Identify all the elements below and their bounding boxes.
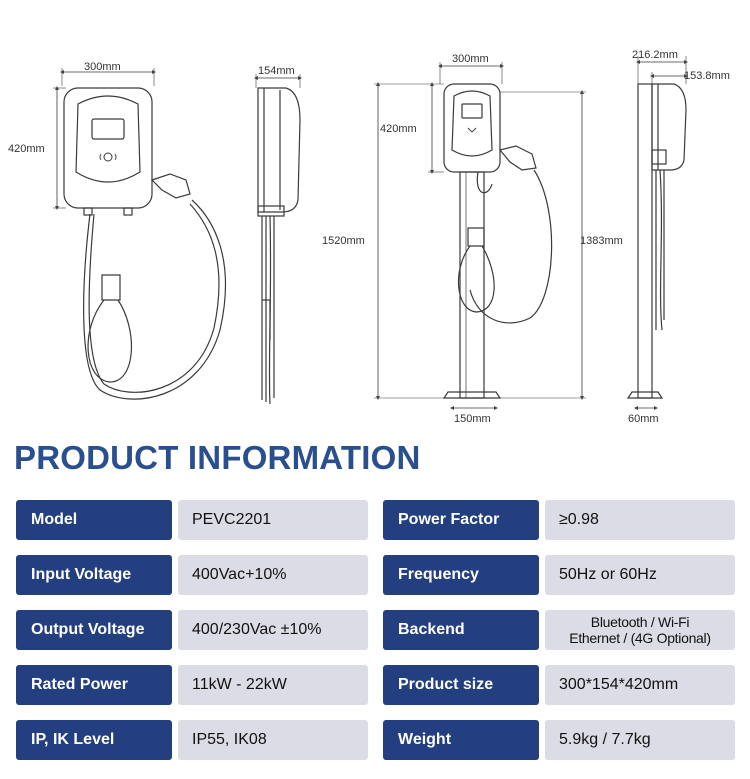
spec-label-power-factor: Power Factor bbox=[383, 500, 539, 540]
spec-label-weight: Weight bbox=[383, 720, 539, 760]
spec-value-power-factor: ≥0.98 bbox=[545, 500, 735, 540]
pedestal-width-dim: 300mm bbox=[452, 53, 489, 65]
pedestal-total-height-dim: 1520mm bbox=[322, 235, 365, 247]
spec-value-ip-ik-level: IP55, IK08 bbox=[178, 720, 368, 760]
spec-label-backend: Backend bbox=[383, 610, 539, 650]
spec-value-rated-power: 11kW - 22kW bbox=[178, 665, 368, 705]
product-information-title: PRODUCT INFORMATION bbox=[14, 439, 421, 476]
pedestal-side-total-depth-dim: 216.2mm bbox=[632, 49, 678, 61]
front-height-dim: 420mm bbox=[8, 143, 45, 155]
pedestal-side-view-drawing bbox=[626, 56, 688, 410]
pedestal-mount-height-dim: 1383mm bbox=[580, 235, 623, 247]
spec-label-model: Model bbox=[16, 500, 172, 540]
pedestal-unit-height-dim: 420mm bbox=[380, 123, 417, 135]
spec-value-backend-line1: Bluetooth / Wi-Fi bbox=[590, 614, 690, 630]
spec-value-backend-line2: Ethernet / (4G Optional) bbox=[569, 630, 711, 646]
pedestal-front-view-drawing bbox=[374, 62, 586, 410]
spec-value-backend: Bluetooth / Wi-Fi Ethernet / (4G Optiona… bbox=[545, 610, 735, 650]
side-depth-dim: 154mm bbox=[258, 65, 295, 77]
spec-value-model: PEVC2201 bbox=[178, 500, 368, 540]
front-width-dim: 300mm bbox=[84, 61, 121, 73]
spec-label-rated-power: Rated Power bbox=[16, 665, 172, 705]
spec-label-product-size: Product size bbox=[383, 665, 539, 705]
spec-value-output-voltage: 400/230Vac ±10% bbox=[178, 610, 368, 650]
spec-label-frequency: Frequency bbox=[383, 555, 539, 595]
spec-value-product-size: 300*154*420mm bbox=[545, 665, 735, 705]
spec-value-weight: 5.9kg / 7.7kg bbox=[545, 720, 735, 760]
spec-value-frequency: 50Hz or 60Hz bbox=[545, 555, 735, 595]
pedestal-side-base-dim: 60mm bbox=[628, 413, 659, 425]
pedestal-side-unit-depth-dim: 153.8mm bbox=[684, 70, 730, 82]
spec-label-ip-ik-level: IP, IK Level bbox=[16, 720, 172, 760]
front-view-drawing bbox=[53, 68, 227, 400]
pedestal-base-width-dim: 150mm bbox=[454, 413, 491, 425]
spec-label-input-voltage: Input Voltage bbox=[16, 555, 172, 595]
spec-value-input-voltage: 400Vac+10% bbox=[178, 555, 368, 595]
side-view-drawing bbox=[254, 74, 302, 405]
technical-drawings: 300mm 420mm 154mm bbox=[8, 49, 730, 425]
spec-label-output-voltage: Output Voltage bbox=[16, 610, 172, 650]
